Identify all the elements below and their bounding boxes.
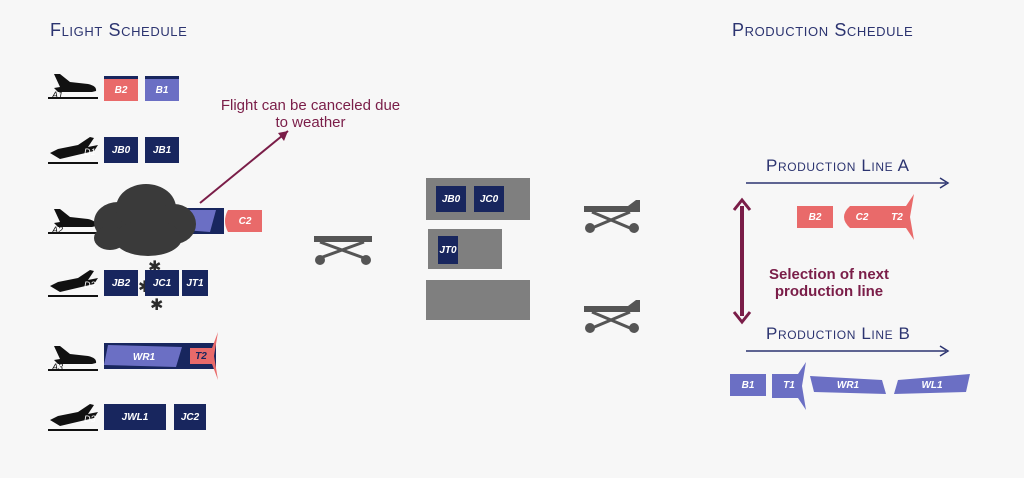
plane-label: D3	[84, 414, 96, 424]
cone-part-shape	[225, 210, 262, 232]
storm-cloud-icon	[94, 184, 196, 256]
tail-part-shape	[880, 194, 914, 240]
line-a-part: T2	[891, 211, 903, 223]
plane-label: A3	[52, 362, 64, 372]
plane-a3: A3	[48, 342, 100, 374]
cargo-box: B2	[104, 79, 138, 101]
plane-landing-icon	[48, 74, 98, 99]
plane-takeoff-icon	[48, 137, 98, 164]
plane-d1: D1	[48, 135, 100, 167]
conveyor-icon	[584, 200, 640, 233]
wing-part-shape	[104, 345, 182, 367]
conveyor-icon	[314, 236, 372, 265]
cargo-box: C2	[238, 215, 252, 227]
line-b-part: B1	[730, 374, 766, 396]
plane-takeoff-icon	[48, 404, 98, 431]
conveyor-icon	[584, 300, 640, 333]
cargo-box: B1	[145, 79, 179, 101]
line-b-part: WL1	[921, 379, 943, 391]
plane-a1: A1	[48, 70, 100, 102]
plane-landing-icon	[48, 209, 98, 234]
plane-a2: A2	[48, 205, 100, 237]
plane-takeoff-icon	[48, 270, 98, 297]
wing-part-shape	[810, 376, 886, 394]
line-b-part: T1	[783, 379, 795, 391]
cone-part-shape	[844, 206, 880, 228]
line-b-arrow	[746, 345, 950, 357]
weather-note: Flight can be canceled due to weather	[220, 97, 401, 131]
flight-schedule-title: Flight Schedule	[50, 20, 188, 40]
line-b-part: WR1	[836, 379, 860, 391]
plane-label: D2	[84, 280, 96, 290]
buffer-box: JC0	[474, 186, 504, 212]
cargo-box: JWL1	[104, 404, 166, 430]
plane-label: A2	[52, 225, 64, 235]
cargo-box: JB2	[104, 270, 138, 296]
plane-label: A1	[52, 90, 64, 100]
plane-label: D1	[84, 147, 96, 157]
buffer-box: JB0	[436, 186, 466, 212]
selection-note: Selection of next production line	[768, 266, 890, 300]
cargo-box: WR1	[132, 351, 156, 363]
cargo-box: JC2	[174, 404, 206, 430]
svg-text:✱: ✱	[150, 295, 163, 314]
plane-d3: D3	[48, 402, 100, 434]
cargo-box: JC1	[145, 270, 179, 296]
cargo-box: JT1	[182, 270, 208, 296]
cargo-bar	[104, 76, 138, 80]
plane-landing-icon	[48, 346, 98, 371]
cargo-bar	[145, 76, 179, 80]
weather-arrow	[199, 130, 289, 204]
line-a-arrow	[746, 177, 950, 189]
selection-double-arrow	[732, 197, 752, 325]
line-a-part: B2	[797, 206, 833, 228]
cargo-box: JB1	[145, 137, 179, 163]
production-schedule-title: Production Schedule	[732, 20, 914, 40]
production-line-b-label: Production Line B	[766, 324, 911, 343]
tail-part-shape	[190, 332, 218, 380]
wing-part-shape	[894, 374, 970, 394]
tail-part-shape	[772, 362, 806, 410]
production-line-a-label: Production Line A	[766, 156, 910, 175]
plane-d2: D2	[48, 268, 100, 300]
line-a-part: C2	[855, 211, 869, 223]
buffer-box: JT0	[438, 236, 458, 264]
buffer-shelf-3	[426, 280, 530, 320]
cargo-box: T2	[195, 350, 207, 362]
cargo-box: JB0	[104, 137, 138, 163]
